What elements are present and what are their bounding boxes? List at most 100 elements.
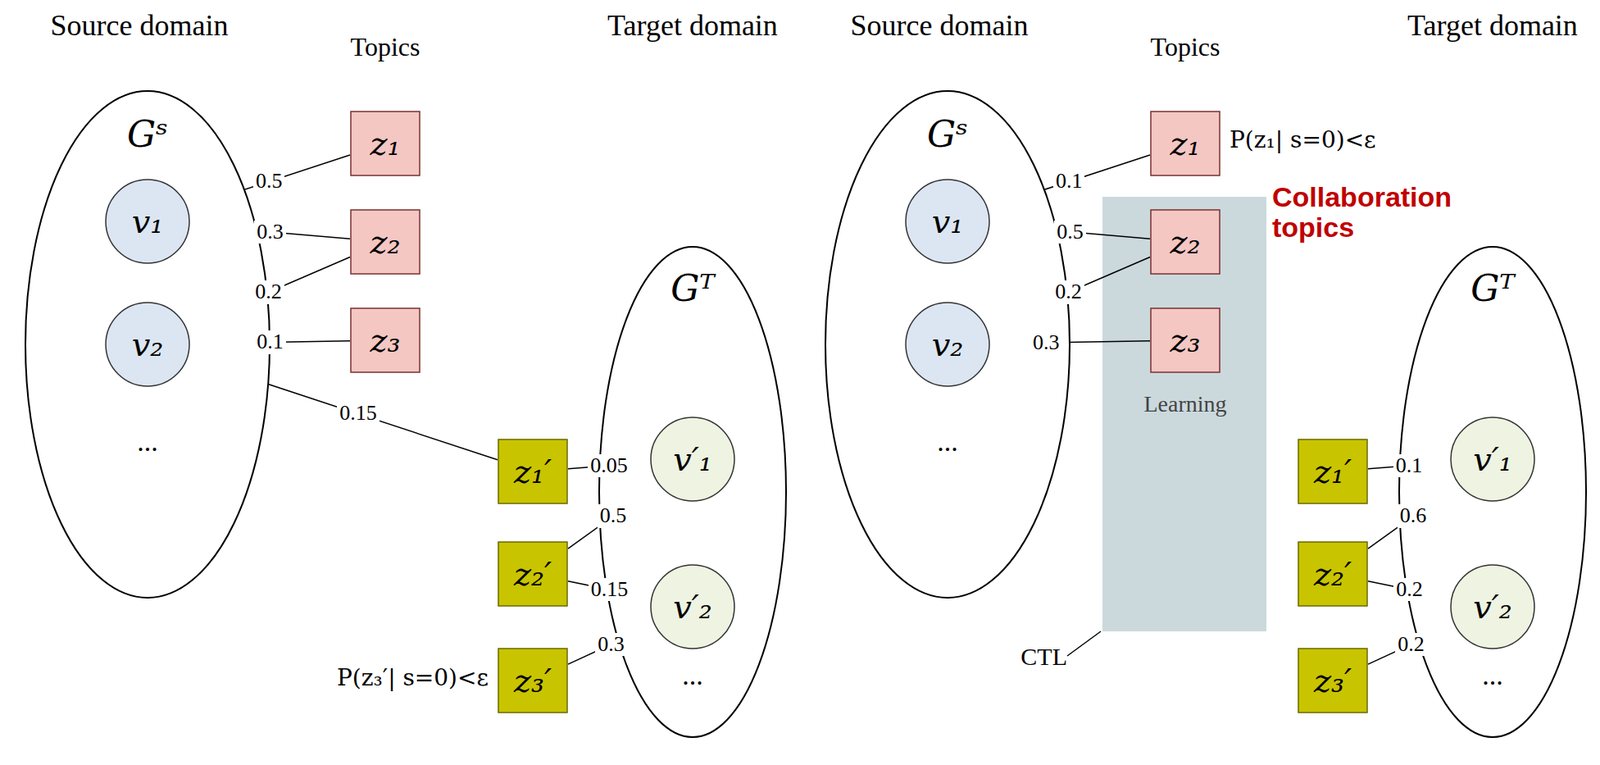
box-shape [350, 209, 420, 274]
node-label: v′₂ [1472, 588, 1513, 625]
user-node: v₂ [104, 301, 191, 387]
node-label: v₁ [931, 203, 964, 240]
circle-shape [650, 564, 735, 649]
circle-shape [105, 302, 190, 387]
target-topic: z₁′ [1297, 438, 1369, 505]
edge-weight: 0.05 [587, 454, 631, 478]
edge-weight: 0.2 [1052, 280, 1085, 305]
circle-shape [905, 302, 990, 387]
edge-weight: 0.3 [595, 632, 628, 657]
box-shape [1298, 439, 1368, 504]
ellipsis: ... [106, 426, 189, 457]
probability-note: P(z₁| s=0)<ε [1229, 127, 1476, 154]
box-shape [1298, 541, 1368, 606]
box-shape [1298, 648, 1368, 713]
node-label: z₂′ [513, 555, 552, 592]
node-label: Gᵀ [670, 268, 715, 309]
node-label: v₁ [131, 203, 164, 240]
column-heading: Topics [311, 32, 460, 62]
node-label: z₃′ [1313, 662, 1352, 699]
node-label: v₂ [131, 326, 164, 363]
user-node: v′₁ [1450, 416, 1536, 502]
ellipse-shape [1399, 246, 1587, 737]
node-label: z₂ [1169, 223, 1200, 260]
user-node: v₁ [104, 178, 191, 264]
edge-weight: 0.5 [597, 504, 630, 528]
source-domain-graph: Gˢ v₁ v₂ [24, 90, 271, 599]
user-node: v₁ [904, 178, 991, 264]
box-shape [498, 541, 568, 606]
edge-weight: 0.1 [254, 330, 287, 355]
user-node: v′₁ [650, 416, 736, 502]
box-shape [1150, 209, 1220, 274]
box-shape [498, 648, 568, 713]
node-label: z₂ [369, 223, 400, 260]
node-label: Gᵀ [1470, 268, 1515, 309]
domain-heading: Target domain [598, 9, 787, 43]
edge-weight: 0.3 [1030, 331, 1063, 355]
node-label: z₁′ [513, 453, 552, 490]
column-heading: Topics [1111, 32, 1260, 62]
source-topic: z₃ [350, 307, 421, 373]
user-node: v₂ [904, 301, 991, 387]
node-label: v′₁ [672, 440, 713, 478]
source-topic: z₃ [1150, 307, 1221, 373]
ellipsis: ... [1451, 659, 1534, 691]
probability-note: P(z₃′| s=0)<ε [245, 665, 489, 691]
edge-weight: 0.5 [253, 169, 286, 194]
source-topic: z₁ [350, 110, 421, 177]
circle-shape [105, 179, 190, 264]
box-shape [498, 439, 568, 504]
edge-weight: 0.2 [1395, 632, 1428, 657]
source-topic: z₁ [1150, 110, 1221, 177]
leader-line [1067, 631, 1101, 656]
circle-shape [650, 417, 735, 501]
edge-weight: 0.15 [588, 577, 632, 602]
source-topic: z₂ [350, 209, 421, 275]
source-topic: z₂ [1150, 209, 1221, 275]
node-label: z₁′ [1313, 453, 1352, 490]
circle-shape [1450, 564, 1535, 649]
edge-weight: 0.6 [1397, 504, 1430, 528]
domain-heading: Source domain [49, 9, 230, 43]
ellipsis: ... [906, 426, 989, 457]
edge-weight: 0.1 [1053, 169, 1086, 194]
node-label: z₃ [1169, 322, 1200, 359]
target-topic: z₃′ [1297, 647, 1369, 714]
box-shape [1150, 308, 1220, 373]
edge-weight: 0.1 [1393, 454, 1426, 478]
ellipse-shape [825, 90, 1070, 598]
box-shape [350, 308, 420, 373]
node-label: z₃ [369, 322, 400, 359]
node-label: Gˢ [127, 114, 169, 155]
user-node: v′₂ [1450, 563, 1536, 650]
node-label: v′₁ [1472, 440, 1513, 478]
ellipsis: ... [651, 659, 734, 691]
node-label: z₁ [369, 125, 400, 162]
user-node: v′₂ [650, 563, 736, 650]
domain-heading: Source domain [849, 9, 1030, 43]
domain-heading: Target domain [1398, 9, 1587, 43]
target-topic: z₂′ [497, 540, 569, 607]
box-shape [350, 111, 420, 176]
highlight-note: Collaboration topics [1272, 181, 1478, 244]
node-label: z₂′ [1313, 555, 1352, 592]
node-label: v₂ [931, 326, 964, 363]
box-shape [1150, 111, 1220, 176]
band-label: Learning [1127, 391, 1243, 418]
circle-shape [905, 179, 990, 264]
node-label: Gˢ [927, 114, 969, 155]
target-topic: z₁′ [497, 438, 569, 505]
method-label: CTL [1001, 642, 1068, 670]
ellipse-shape [599, 246, 787, 737]
node-label: z₁ [1169, 125, 1200, 162]
edge-weight: 0.2 [252, 280, 285, 305]
node-label: v′₂ [672, 588, 713, 625]
ellipse-shape [25, 90, 270, 598]
target-topic: z₃′ [497, 647, 569, 714]
edge-weight: 0.15 [336, 401, 380, 426]
edge-weight: 0.3 [254, 220, 287, 245]
target-topic: z₂′ [1297, 540, 1369, 607]
edge-weight: 0.2 [1393, 577, 1426, 602]
learning-band [1102, 196, 1267, 632]
